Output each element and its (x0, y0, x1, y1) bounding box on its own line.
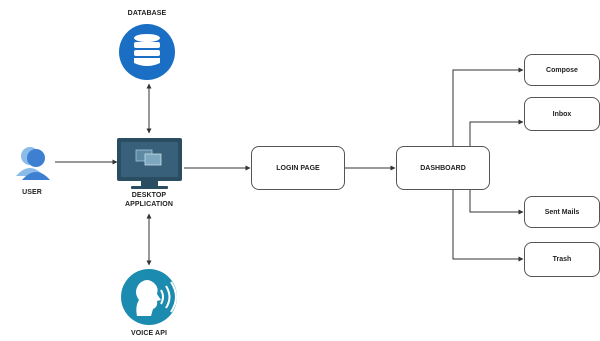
dashboard-box: DASHBOARD (396, 146, 490, 190)
desktop-app-label-line1: DESKTOP (131, 192, 167, 199)
sent-mails-box: Sent Mails (524, 196, 600, 228)
monitor-icon (117, 138, 182, 189)
database-icon (119, 24, 175, 80)
voice-api-label: VOICE API (130, 330, 168, 337)
edge-dashboard-compose (452, 67, 524, 146)
compose-box: Compose (524, 54, 600, 86)
user-group-icon (16, 147, 50, 180)
desktop-app-label: DESKTOP APPLICATION (112, 191, 186, 209)
edge-dashboard-inbox (469, 119, 524, 146)
trash-box: Trash (524, 242, 600, 277)
database-label: DATABASE (127, 10, 167, 17)
desktop-app-label-line2: APPLICATION (124, 201, 174, 208)
login-page-box: LOGIN PAGE (251, 146, 345, 190)
edge-dashboard-sent (469, 190, 524, 215)
voice-api-icon (121, 269, 177, 325)
edge-dashboard-trash (452, 190, 524, 262)
inbox-box: Inbox (524, 97, 600, 131)
user-label: USER (22, 189, 42, 196)
